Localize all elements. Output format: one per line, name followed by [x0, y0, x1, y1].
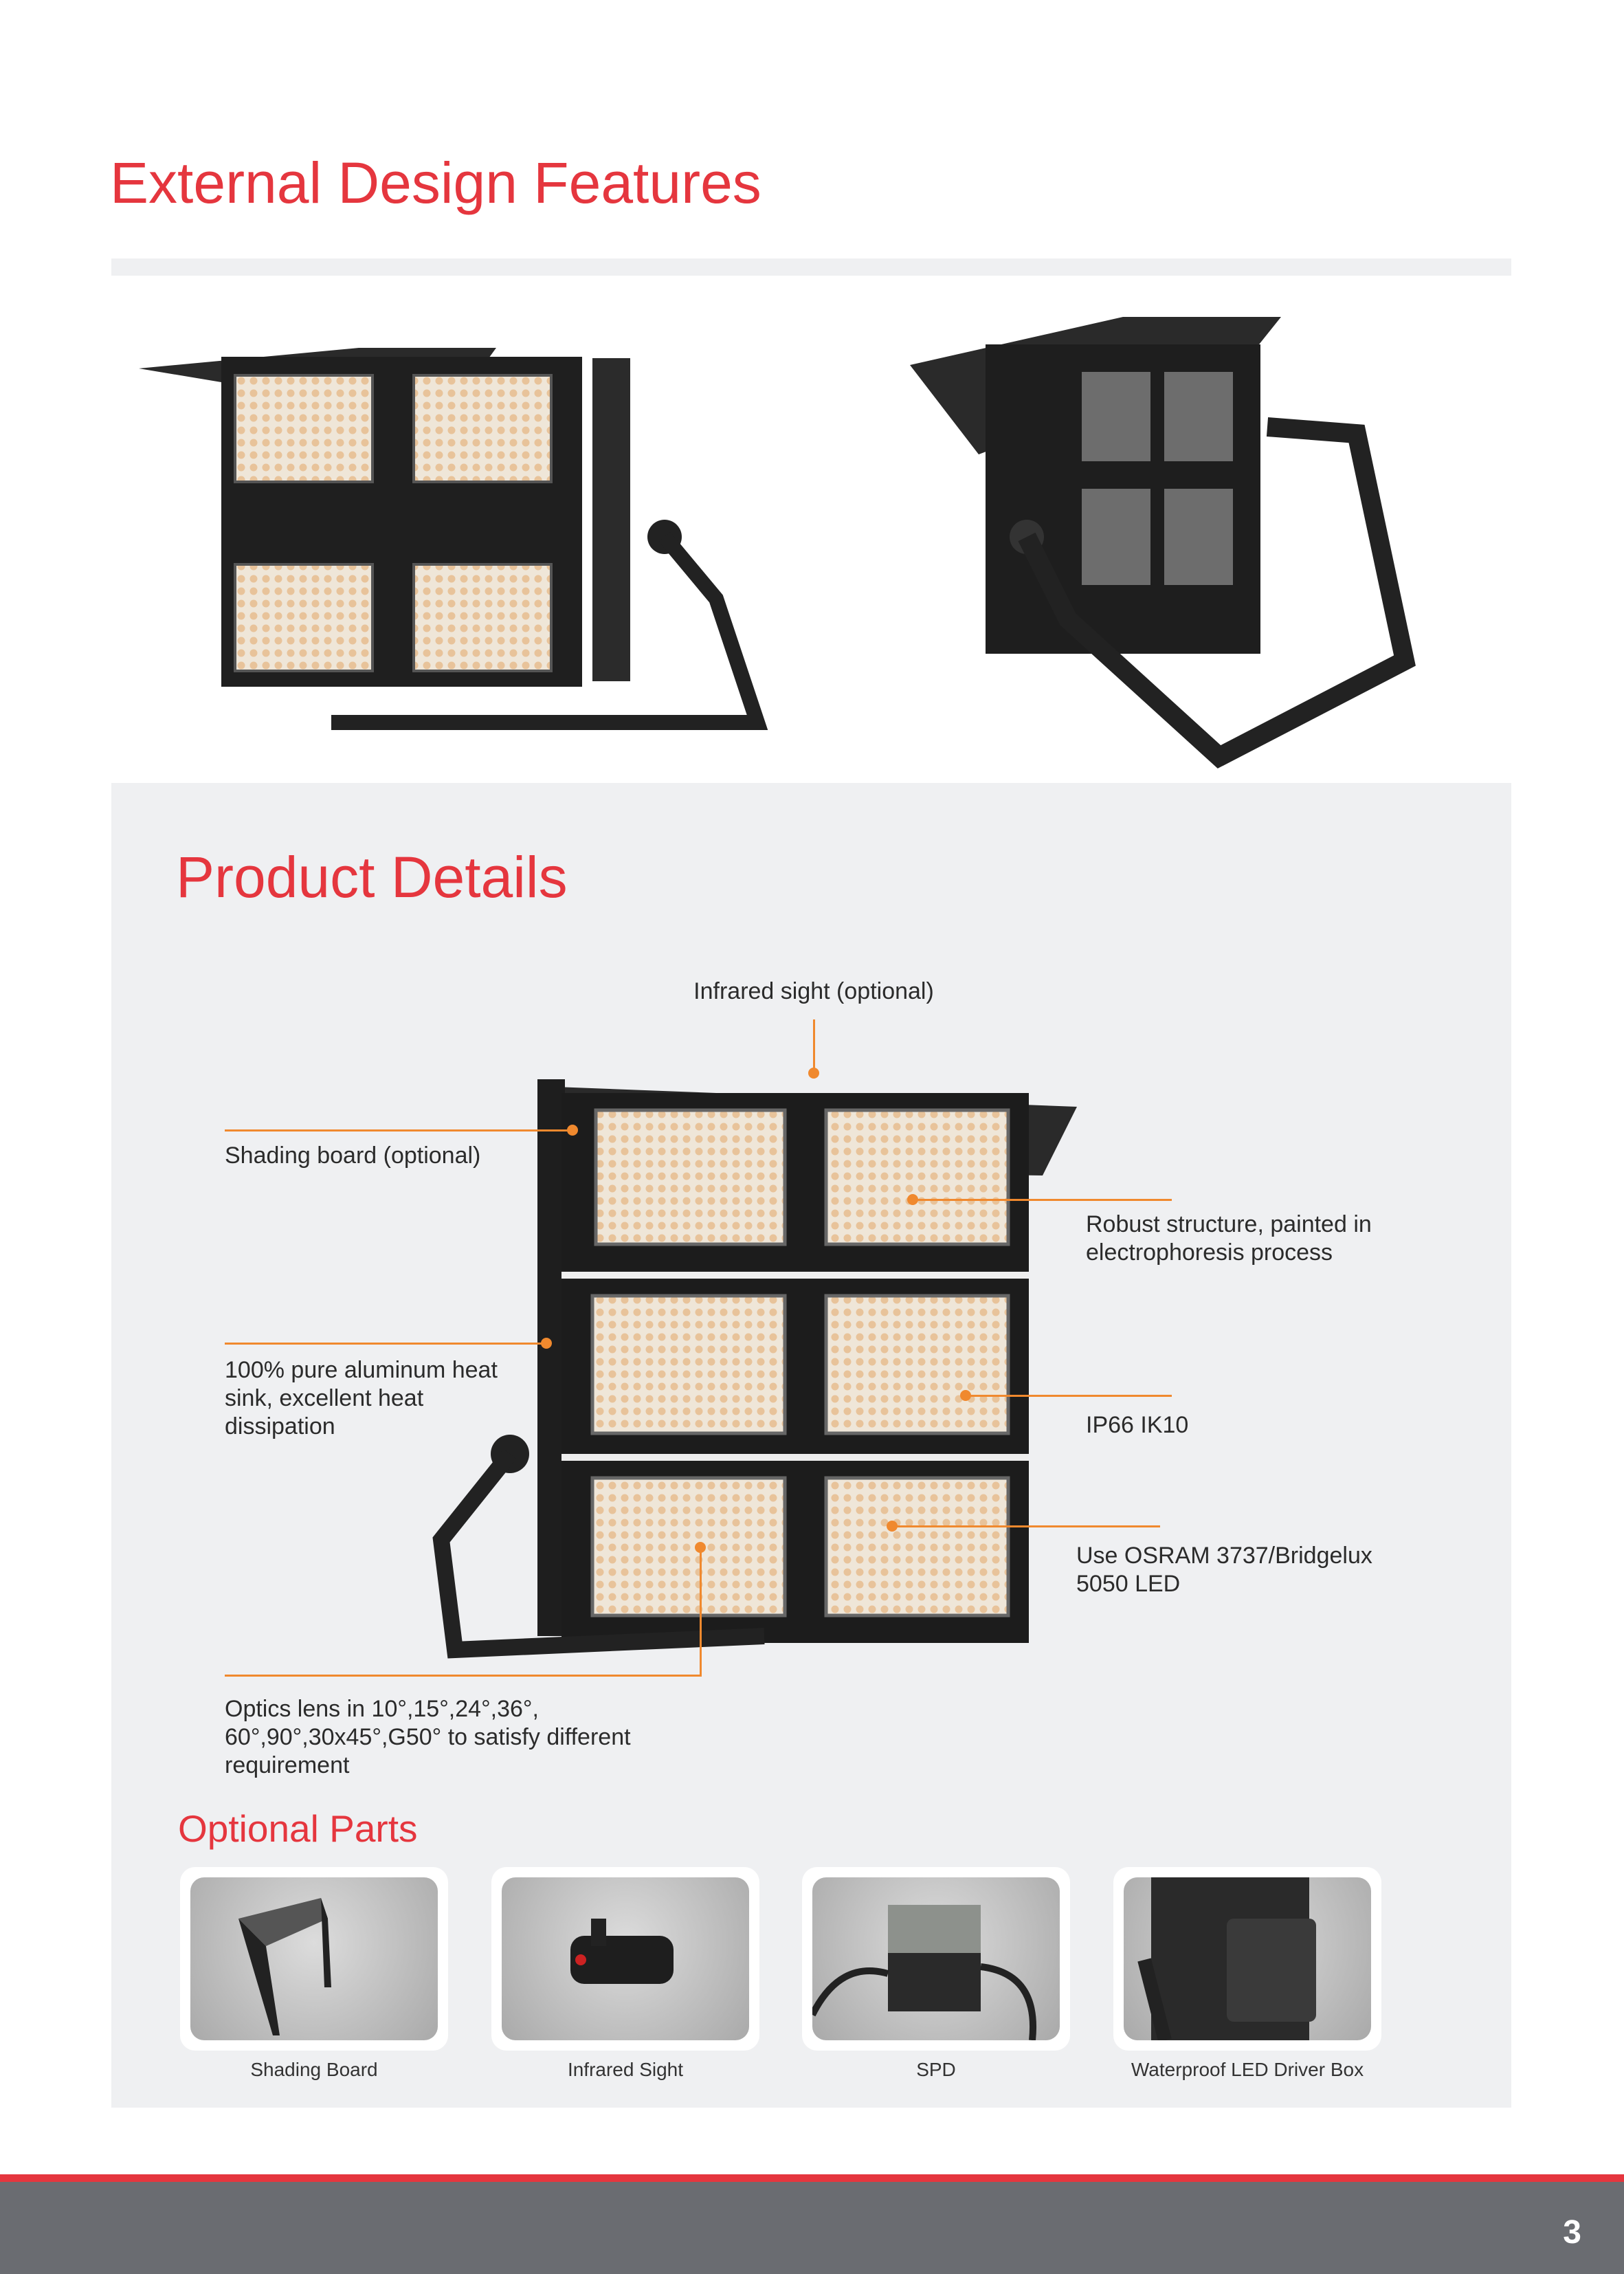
driver-box-image	[1124, 1877, 1371, 2040]
callout-robust-structure: Robust structure, painted in electrophor…	[1086, 1211, 1372, 1266]
part-label: Infrared Sight	[567, 2059, 684, 2080]
spd-image	[812, 1877, 1060, 2040]
part-card-shading-board	[180, 1867, 448, 2051]
leader-line	[225, 1675, 702, 1677]
infrared-sight-image	[502, 1877, 749, 2040]
footer-accent-bar	[0, 2174, 1624, 2182]
part-card-infrared-sight	[491, 1867, 759, 2051]
leader-line	[225, 1129, 572, 1132]
callout-dot	[541, 1338, 552, 1349]
rear-view-photo	[821, 276, 1511, 783]
divider-band	[111, 258, 1511, 276]
details-title: Product Details	[176, 845, 568, 909]
leader-line	[911, 1199, 1172, 1201]
part-label: Waterproof LED Driver Box	[1131, 2059, 1364, 2080]
callout-optics-lens: Optics lens in 10°,15°,24°,36°, 60°,90°,…	[225, 1696, 631, 1778]
leader-line	[700, 1547, 702, 1675]
leader-line	[892, 1525, 1160, 1527]
callout-infrared-sight: Infrared sight (optional)	[693, 978, 934, 1004]
product-diagram	[421, 1059, 1080, 1664]
optional-parts-title: Optional Parts	[178, 1807, 418, 1850]
callout-ip-rating: IP66 IK10	[1086, 1412, 1189, 1438]
page-number: 3	[1563, 2214, 1581, 2251]
part-label: Shading Board	[250, 2059, 378, 2080]
shading-board-image	[190, 1877, 438, 2040]
callout-dot	[887, 1521, 898, 1532]
leader-line	[225, 1343, 546, 1345]
leader-line	[966, 1395, 1172, 1397]
part-card-spd	[802, 1867, 1070, 2051]
callout-dot	[960, 1390, 971, 1401]
front-view-photo	[111, 276, 803, 783]
callout-dot	[567, 1125, 578, 1136]
part-label: SPD	[916, 2059, 956, 2080]
callout-dot	[907, 1194, 918, 1205]
callout-aluminum-heat-sink: 100% pure aluminum heat sink, excellent …	[225, 1357, 498, 1439]
leader-line	[813, 1019, 815, 1073]
callout-dot	[808, 1068, 819, 1079]
callout-shading-board: Shading board (optional)	[225, 1142, 481, 1169]
footer	[0, 2182, 1624, 2274]
page-title: External Design Features	[110, 151, 761, 215]
callout-led-source: Use OSRAM 3737/Bridgelux 5050 LED	[1076, 1543, 1372, 1597]
part-card-driver-box	[1113, 1867, 1381, 2051]
